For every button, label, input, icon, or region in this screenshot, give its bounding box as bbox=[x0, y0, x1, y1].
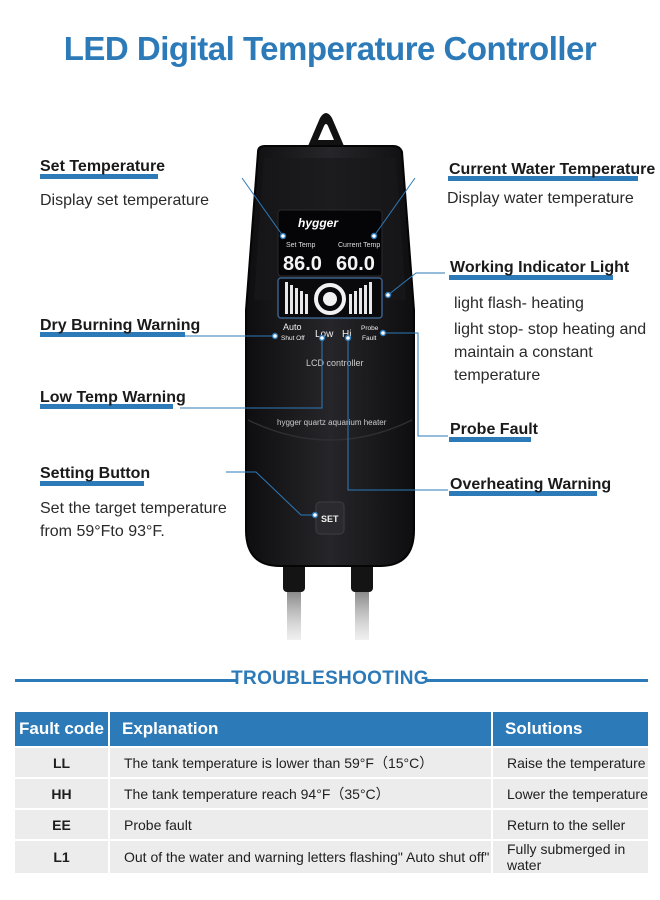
fault-code-cell: LL bbox=[15, 746, 110, 778]
callout-current-water: Current Water Temperature bbox=[449, 161, 656, 178]
current-temp-readout: 60.0 bbox=[336, 253, 375, 275]
page-title: LED Digital Temperature Controller bbox=[63, 30, 597, 67]
callout-probe-fault: Probe Fault bbox=[450, 421, 539, 438]
column-header-solutions: Solutions bbox=[492, 712, 648, 747]
callout-set-temperature-desc: Display set temperature bbox=[40, 192, 209, 209]
brand-logo: hygger bbox=[298, 216, 339, 230]
solution-cell: Fully submerged in water bbox=[492, 839, 648, 873]
solution-cell: Return to the seller bbox=[492, 808, 648, 840]
column-header-fault-code: Fault code bbox=[15, 712, 110, 747]
svg-text:Probe: Probe bbox=[361, 325, 379, 332]
explanation-cell: Probe fault bbox=[109, 808, 493, 840]
callout-setting-button-desc-1: Set the target temperature bbox=[40, 500, 227, 517]
set-temp-readout: 86.0 bbox=[283, 253, 322, 275]
svg-text:LCD controller: LCD controller bbox=[306, 358, 364, 368]
solution-cell: Lower the temperature bbox=[492, 777, 648, 809]
fault-code-cell: HH bbox=[15, 777, 110, 809]
callout-working-indicator-desc-3: maintain a constant bbox=[454, 344, 593, 361]
callout-overheating: Overheating Warning bbox=[450, 476, 612, 493]
fault-code-cell: L1 bbox=[15, 839, 110, 873]
column-header-explanation: Explanation bbox=[109, 712, 493, 747]
callout-dry-burning: Dry Burning Warning bbox=[40, 317, 201, 334]
svg-text:Auto: Auto bbox=[283, 322, 302, 332]
troubleshooting-heading: TROUBLESHOOTING bbox=[231, 668, 429, 689]
fault-code-cell: EE bbox=[15, 808, 110, 840]
svg-text:Shut Off: Shut Off bbox=[281, 335, 305, 342]
svg-text:Hi: Hi bbox=[342, 329, 351, 340]
table-row: EE Probe fault Return to the seller bbox=[15, 808, 648, 840]
callout-current-water-desc: Display water temperature bbox=[447, 190, 634, 207]
table-row: HH The tank temperature reach 94°F（35°C）… bbox=[15, 777, 648, 809]
heating-indicator-ring bbox=[314, 283, 346, 315]
svg-text:Fault: Fault bbox=[362, 335, 377, 342]
explanation-cell: The tank temperature reach 94°F（35°C） bbox=[109, 777, 493, 809]
solution-cell: Raise the temperature bbox=[492, 746, 648, 778]
callout-working-indicator-desc-4: temperature bbox=[454, 367, 541, 384]
table-row: L1 Out of the water and warning letters … bbox=[15, 839, 648, 873]
svg-text:SET: SET bbox=[321, 514, 339, 524]
callout-setting-button-desc-2: from 59°Fto 93°F. bbox=[40, 523, 165, 540]
explanation-cell: Out of the water and warning letters fla… bbox=[109, 839, 493, 873]
callout-setting-button: Setting Button bbox=[40, 465, 151, 482]
heading-rule-right bbox=[426, 679, 648, 682]
explanation-cell: The tank temperature is lower than 59°F（… bbox=[109, 746, 493, 778]
table-header-row: Fault code Explanation Solutions bbox=[15, 712, 648, 747]
callout-working-indicator-desc-1: light flash- heating bbox=[454, 295, 584, 312]
lcd-display bbox=[277, 209, 383, 277]
svg-text:Set Temp: Set Temp bbox=[286, 242, 316, 249]
heading-rule-left bbox=[15, 679, 237, 682]
svg-text:Current Temp: Current Temp bbox=[338, 242, 380, 249]
callout-low-temp: Low Temp Warning bbox=[40, 389, 186, 406]
table-row: LL The tank temperature is lower than 59… bbox=[15, 746, 648, 778]
svg-text:Low: Low bbox=[315, 329, 334, 340]
callout-set-temperature: Set Temperature bbox=[40, 158, 166, 175]
troubleshooting-table: Fault code Explanation Solutions LL The … bbox=[15, 712, 648, 873]
callout-working-indicator-desc-2: light stop- stop heating and bbox=[454, 321, 647, 338]
callout-working-indicator: Working Indicator Light bbox=[450, 259, 630, 276]
svg-text:hygger quartz aquarium heater: hygger quartz aquarium heater bbox=[277, 418, 387, 427]
heater-controller-illustration: hygger Set Temp Current Temp 86.0 60.0 A… bbox=[170, 113, 448, 640]
